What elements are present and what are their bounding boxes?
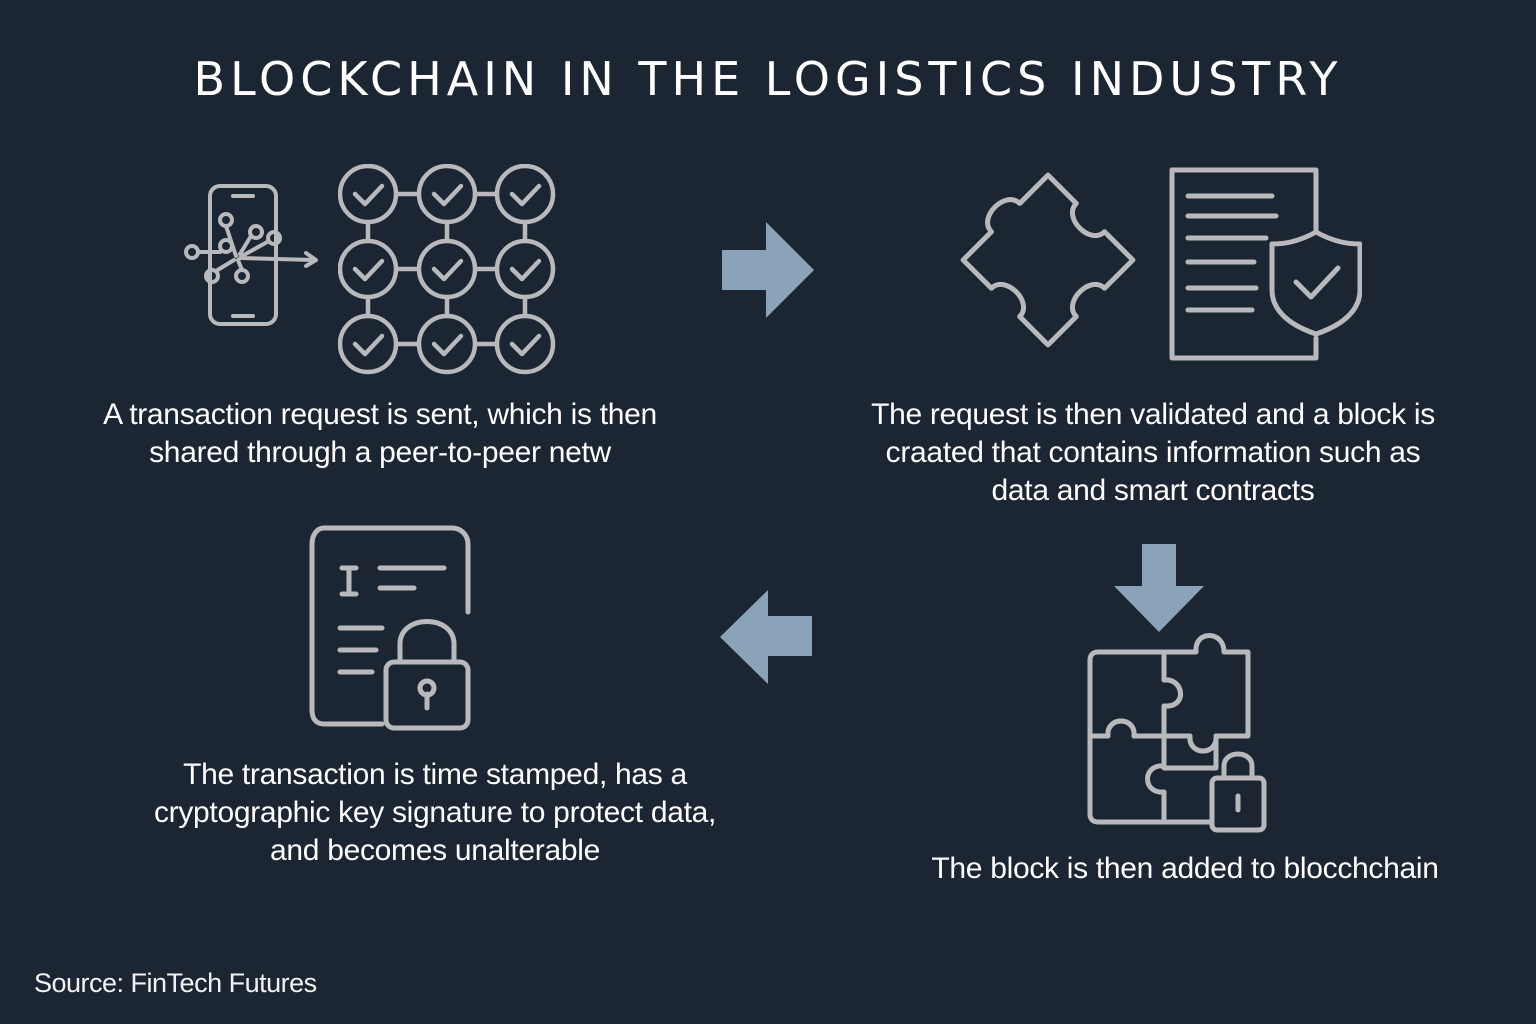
step-3-caption: The block is then added to blocchchain [880, 850, 1490, 888]
peer-network-grid-icon [338, 164, 558, 376]
caption-line: craated that contains information such a… [885, 436, 1421, 469]
caption-line: The block is then added to blocchchain [931, 852, 1439, 885]
arrow-down-icon [1110, 542, 1208, 639]
caption-line: A transaction request is sent, which is … [103, 398, 657, 431]
arrow-right-icon [720, 220, 818, 325]
page-title: BLOCKCHAIN IN THE LOGISTICS INDUSTRY [193, 52, 1343, 106]
puzzle-piece-icon [948, 160, 1148, 360]
caption-line: The transaction is time stamped, has a [183, 758, 687, 791]
smartphone-network-icon [178, 180, 328, 330]
shielded-document-icon [1166, 166, 1362, 362]
puzzle-lock-icon [1084, 628, 1270, 836]
caption-line: The request is then validated and a bloc… [871, 398, 1435, 431]
caption-line: and becomes unalterable [270, 834, 600, 867]
locked-document-icon [306, 524, 476, 734]
step-2-caption: The request is then validated and a bloc… [808, 396, 1498, 510]
caption-line: data and smart contracts [991, 474, 1315, 507]
step-1-caption: A transaction request is sent, which is … [40, 396, 720, 472]
caption-line: shared through a peer-to-peer netw [149, 436, 611, 469]
step-4-caption: The transaction is time stamped, has a c… [90, 756, 780, 870]
source-citation: Source: FinTech Futures [34, 968, 317, 998]
arrow-left-icon [718, 588, 814, 691]
caption-line: cryptographic key signature to protect d… [153, 796, 717, 829]
